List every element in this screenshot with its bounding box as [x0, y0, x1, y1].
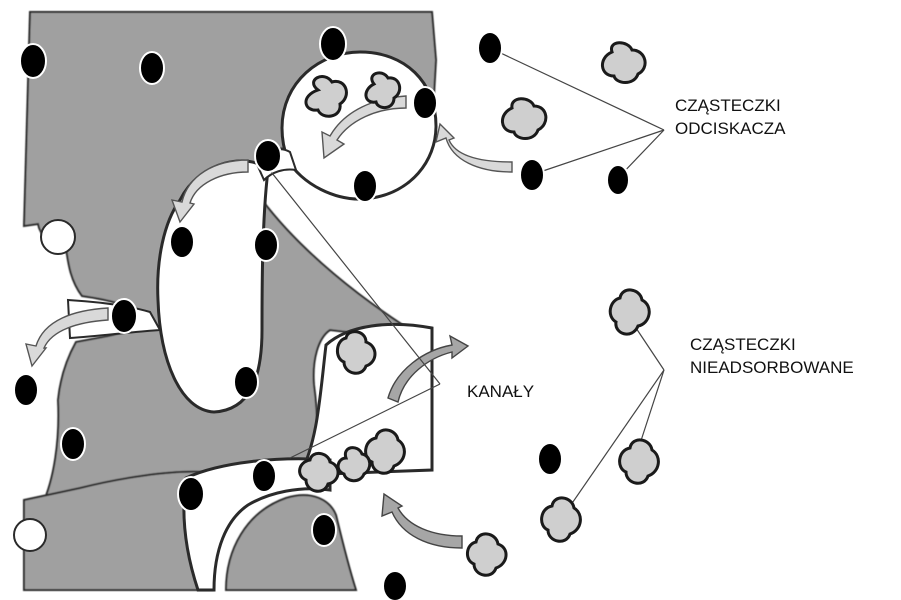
nonadsorbed-molecule	[502, 99, 545, 139]
desorbent-molecule	[61, 428, 85, 460]
desorbent-molecule	[312, 514, 336, 546]
label-nonadsorbed-line2: NIEADSORBOWANE	[690, 356, 854, 379]
nonadsorbed-molecule	[602, 43, 645, 83]
desorbent-molecule	[140, 52, 164, 84]
desorbent-molecule	[234, 366, 258, 398]
desorbent-molecule	[254, 229, 278, 261]
desorbent-molecule	[170, 226, 194, 258]
desorbent-molecule	[320, 27, 346, 61]
leader-nonadsorbed-left	[566, 370, 664, 512]
nonadsorbed-molecule	[610, 290, 649, 334]
desorbent-molecule	[111, 299, 137, 333]
nonadsorbed-molecule	[467, 534, 506, 575]
label-nonadsorbed-molecules: CZĄSTECZKI NIEADSORBOWANE	[690, 333, 854, 379]
desorbent-molecule	[520, 159, 544, 191]
desorbent-molecule	[20, 44, 46, 78]
desorbent-molecule	[478, 32, 502, 64]
edge-notch-left-upper	[41, 220, 75, 254]
desorbent-molecule	[353, 170, 377, 202]
desorbent-molecule	[413, 87, 437, 119]
nonadsorbed-molecule	[542, 498, 581, 541]
label-desorbent-molecules: CZĄSTECZKI ODCISKACZA	[675, 94, 786, 140]
desorbent-molecule	[14, 374, 38, 406]
nonadsorbed-molecule	[620, 440, 659, 483]
leader-desorbent-mid	[534, 130, 664, 174]
desorbent-molecule	[252, 460, 276, 492]
label-channels: KANAŁY	[467, 380, 534, 403]
label-desorbent-line2: ODCISKACZA	[675, 117, 786, 140]
desorbent-molecule	[383, 571, 407, 600]
desorbent-molecule	[255, 140, 281, 172]
label-desorbent-line1: CZĄSTECZKI	[675, 94, 786, 117]
matrix-lower-grain	[226, 495, 356, 590]
label-nonadsorbed-line1: CZĄSTECZKI	[690, 333, 854, 356]
channel-arrow-inward-lower	[382, 494, 462, 548]
desorbent-molecule	[607, 165, 629, 195]
flow-arrow-from-right-upper	[436, 124, 512, 172]
nonadsorbed-molecule	[366, 73, 400, 108]
desorbent-molecule	[178, 477, 204, 511]
edge-notch-left-lower	[14, 519, 46, 551]
desorbent-molecule	[538, 443, 562, 475]
